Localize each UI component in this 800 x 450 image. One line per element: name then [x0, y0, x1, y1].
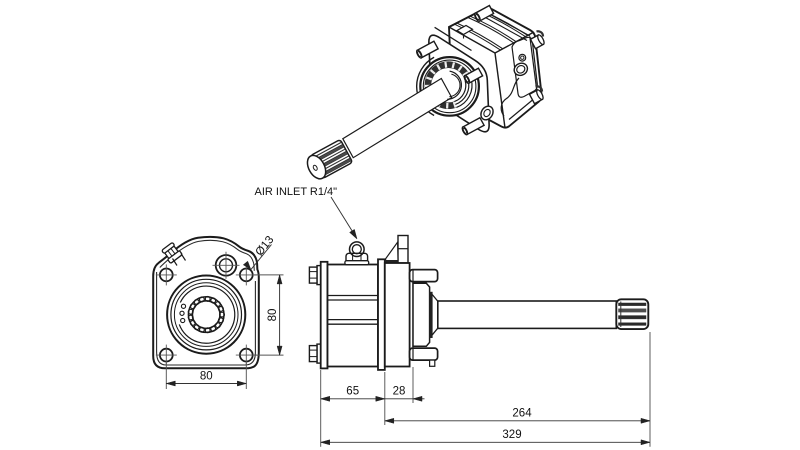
svg-text:28: 28	[393, 385, 406, 397]
svg-text:80: 80	[200, 371, 213, 383]
svg-text:AIR INLET R1/4": AIR INLET R1/4"	[255, 186, 338, 198]
svg-text:329: 329	[502, 429, 521, 441]
svg-text:80: 80	[267, 309, 279, 322]
svg-text:65: 65	[346, 385, 359, 397]
svg-text:264: 264	[512, 407, 532, 419]
